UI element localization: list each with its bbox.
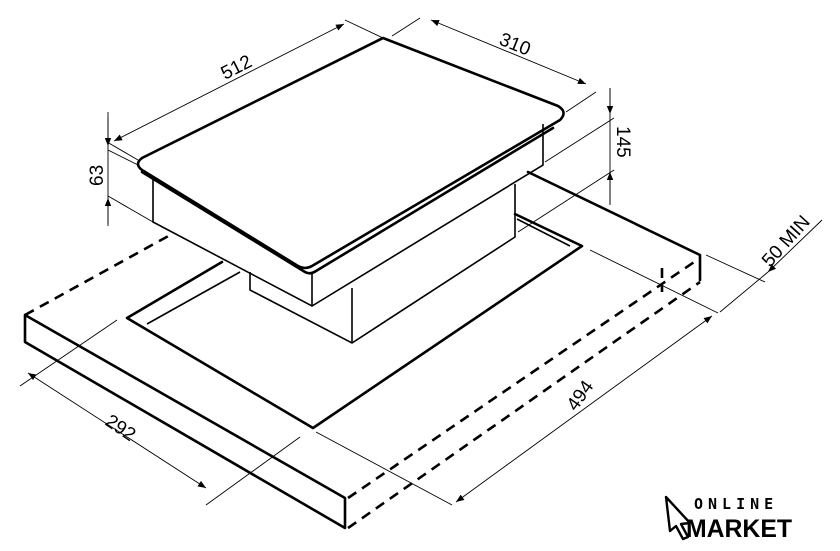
dimension-145: 145: [517, 88, 633, 233]
dimension-50-min: 50 MIN: [705, 212, 823, 313]
hob-lower-box: [249, 184, 516, 344]
cursor-arrow-icon: [664, 495, 692, 541]
dim-label-145: 145: [612, 126, 633, 158]
dimension-63: 63: [87, 112, 154, 226]
dim-label-512: 512: [218, 51, 256, 84]
hob-body: [152, 124, 544, 307]
cutout-opening: [125, 212, 584, 430]
dimension-310: 310: [391, 17, 597, 113]
dim-label-310: 310: [496, 29, 533, 60]
dim-label-494: 494: [563, 377, 599, 415]
logo-line-1: ONLINE: [694, 495, 778, 513]
dim-label-63: 63: [87, 165, 108, 186]
dim-label-292: 292: [101, 411, 139, 446]
hob-glass-top: [136, 36, 565, 275]
logo-line-2: MARKET: [686, 515, 792, 543]
countertop: [23, 170, 702, 530]
dim-label-50-min: 50 MIN: [758, 212, 815, 272]
online-market-logo: ONLINE MARKET: [664, 495, 792, 543]
dimension-512: 512: [106, 19, 384, 161]
